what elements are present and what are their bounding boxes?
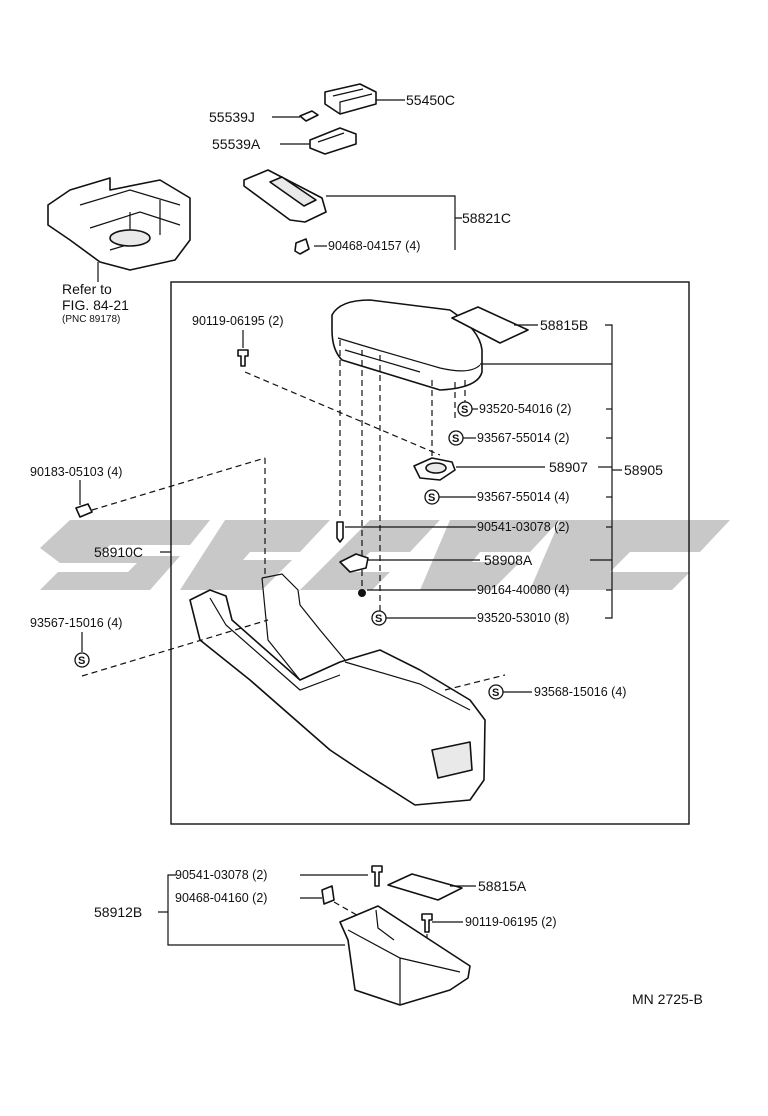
label-93520-54016: 93520-54016 (2) [479,402,571,416]
label-55539A: 55539A [212,136,261,152]
part-55450C-cover [324,83,377,115]
label-58907: 58907 [549,459,588,475]
part-58912B-tray [339,905,471,1006]
part-90183-05103-clip [75,503,93,518]
s-symbol-93567-55014-4: S [424,489,440,505]
part-90541-03078-bottom-pin [371,865,383,887]
part-90119-06195-bottom-screw [421,913,433,933]
part-58821C-panel [243,169,327,223]
label-55539J: 55539J [209,109,255,125]
part-55539A-bracket [309,127,357,155]
s-symbol-93520-53010: S [371,610,387,626]
label-93567-15016: 93567-15016 (4) [30,616,122,630]
label-58815B: 58815B [540,317,588,333]
part-90541-03078-pin [336,521,344,543]
label-90119-06195-bottom: 90119-06195 (2) [465,915,557,929]
watermark-logo [40,520,730,590]
label-90541-03078-top: 90541-03078 (2) [477,520,569,534]
label-55450C: 55450C [406,92,455,108]
label-58905: 58905 [624,462,663,478]
part-58907-latch [413,457,456,481]
part-58815A-pad [387,873,463,901]
label-90164-40080: 90164-40080 (4) [477,583,569,597]
label-90119-06195-top: 90119-06195 (2) [192,314,284,328]
label-93520-53010: 93520-53010 (8) [477,611,569,625]
label-58910C: 58910C [94,544,143,560]
part-90119-06195-screw [237,349,249,367]
s-symbol-93567-55014-2: S [448,430,464,446]
label-58821C: 58821C [462,210,511,226]
part-55539J-clip [299,110,319,122]
part-58910C-console [189,573,486,806]
s-symbol-93520-54016: S [457,401,473,417]
svg-text:S: S [452,433,459,445]
part-90164-40080-screw [358,589,366,597]
part-armrest-lid [331,299,483,391]
svg-text:S: S [375,613,382,625]
bracket-reference-part [47,177,191,271]
label-58912B: 58912B [94,904,142,920]
label-93568-15016: 93568-15016 (4) [534,685,626,699]
label-90468-04157: 90468-04157 (4) [328,239,420,253]
part-90468-04157-clip [294,238,310,255]
s-symbol-93567-15016: S [74,652,90,668]
label-refer-to: Refer to [62,281,112,297]
label-pnc-89178: (PNC 89178) [62,314,120,325]
label-58815A: 58815A [478,878,527,894]
label-93567-55014-2: 93567-55014 (2) [477,431,569,445]
svg-text:S: S [492,687,499,699]
label-58908A: 58908A [484,552,533,568]
label-90468-04160: 90468-04160 (2) [175,891,267,905]
part-58815B-pad [451,306,529,344]
svg-text:S: S [78,655,85,667]
label-93567-55014-4: 93567-55014 (4) [477,490,569,504]
svg-text:S: S [428,492,435,504]
assembly-frame [170,281,690,825]
svg-text:S: S [461,404,468,416]
part-90468-04160-clip [321,885,335,905]
part-58908A-striker [339,553,369,573]
label-fig-84-21: FIG. 84-21 [62,297,129,313]
label-90541-03078-bottom: 90541-03078 (2) [175,868,267,882]
s-symbol-93568-15016: S [488,684,504,700]
diagram-code: MN 2725-B [632,991,703,1007]
label-90183-05103: 90183-05103 (4) [30,465,122,479]
